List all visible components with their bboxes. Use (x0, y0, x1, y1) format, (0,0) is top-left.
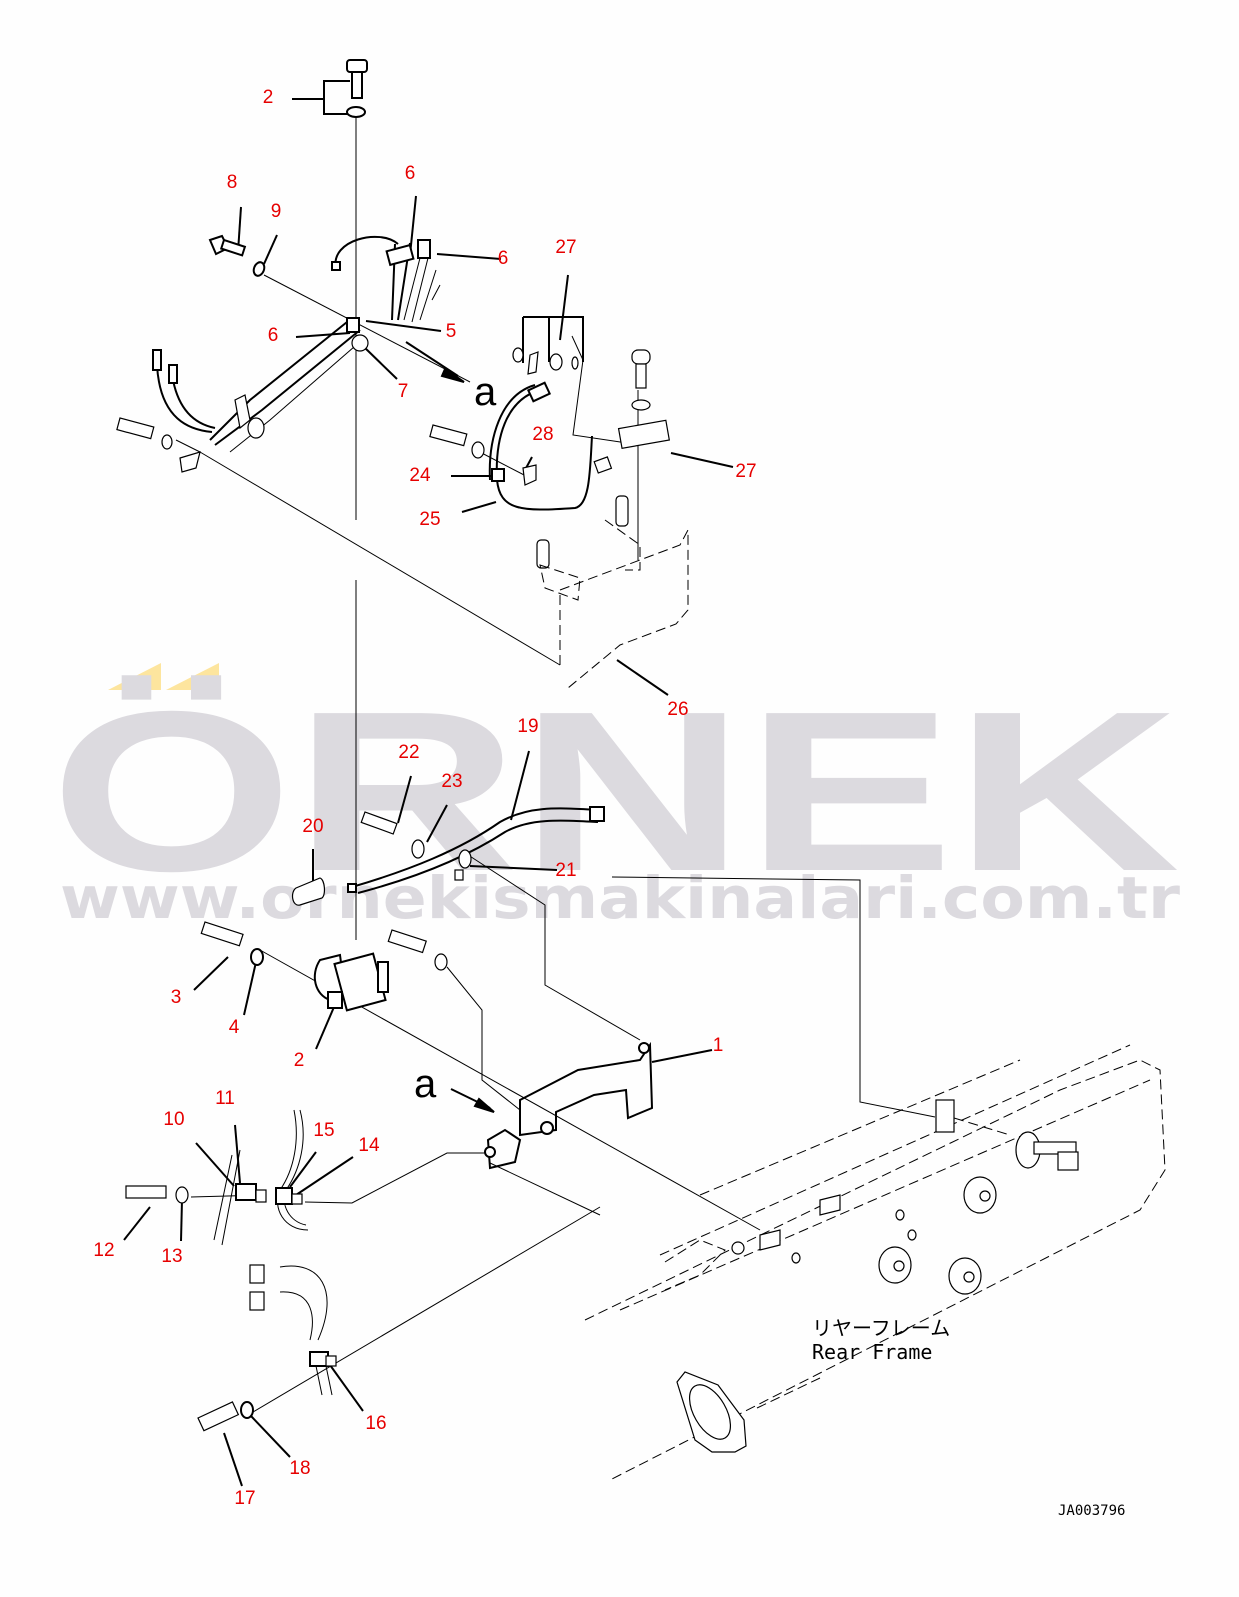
callout-3: 3 (171, 987, 182, 1008)
parts (116, 59, 689, 1432)
callout-18: 18 (289, 1458, 310, 1479)
callout-25: 25 (419, 509, 440, 530)
callout-2: 2 (263, 87, 274, 108)
rear-frame (584, 1044, 1166, 1481)
frame-label-jp: リヤーフレーム (812, 1316, 950, 1340)
callout-15: 15 (313, 1120, 334, 1141)
callout-4: 4 (229, 1017, 240, 1038)
callout-14: 14 (358, 1135, 380, 1156)
callout-13: 13 (161, 1246, 182, 1267)
callout-6: 6 (498, 248, 509, 269)
bolt-icon (208, 234, 266, 277)
watermark-accent-right (166, 663, 219, 690)
callout-22: 22 (398, 742, 419, 763)
callout-12: 12 (93, 1240, 114, 1261)
watermark: ÖRNEK www.ornekismakinalari.com.tr (50, 663, 1180, 932)
callout-21: 21 (555, 860, 576, 881)
callout-17: 17 (234, 1488, 255, 1509)
drawing-id: JA003796 (1058, 1503, 1125, 1519)
view-ref-label-bottom: a (414, 1062, 437, 1106)
callout-5: 5 (446, 321, 457, 342)
callout-6: 6 (405, 163, 416, 184)
callout-20: 20 (302, 816, 323, 837)
callout-10: 10 (163, 1109, 184, 1130)
callout-11: 11 (215, 1088, 235, 1109)
center-lines (175, 115, 936, 1413)
callout-8: 8 (227, 172, 238, 193)
watermark-accent-left (108, 663, 161, 690)
callout-2: 2 (294, 1050, 305, 1071)
callout-27: 27 (555, 237, 576, 258)
bolt-icon (346, 59, 368, 118)
callout-16: 16 (365, 1413, 386, 1434)
callout-1: 1 (713, 1035, 724, 1056)
callout-24: 24 (409, 465, 431, 486)
frame-label-en: Rear Frame (812, 1340, 932, 1364)
relay-icon (313, 952, 389, 1012)
callout-19: 19 (517, 716, 538, 737)
callout-6: 6 (268, 325, 279, 346)
callout-28: 28 (532, 424, 553, 445)
callout-27: 27 (735, 461, 756, 482)
callout-23: 23 (441, 771, 462, 792)
view-ref-label-top: a (474, 370, 497, 414)
callout-7: 7 (398, 381, 409, 402)
watermark-url: www.ornekismakinalari.com.tr (60, 864, 1180, 932)
callout-9: 9 (271, 201, 282, 222)
callout-26: 26 (667, 699, 688, 720)
